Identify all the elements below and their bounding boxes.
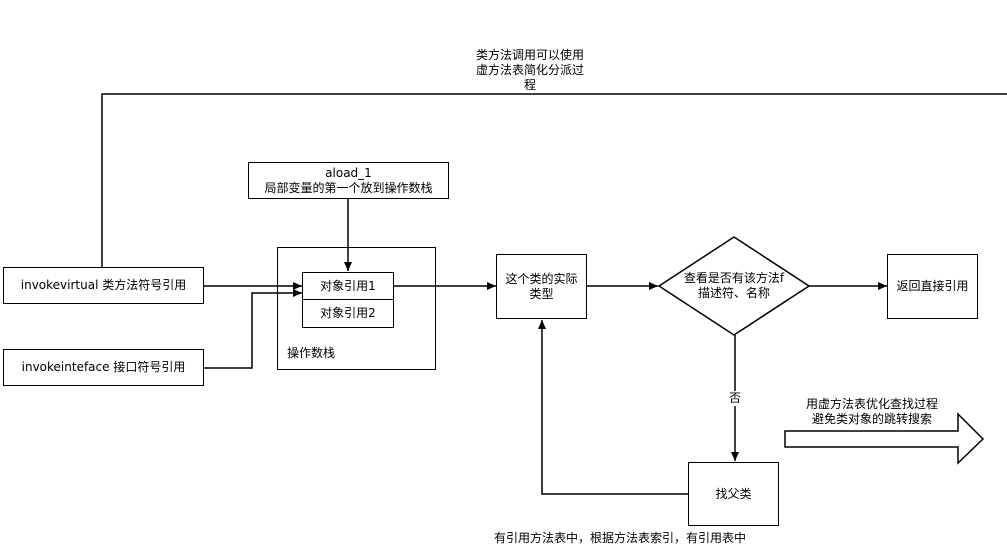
aload-node: aload_1 局部变量的第一个放到操作数栈 bbox=[248, 162, 449, 199]
arrow-parent-to-type bbox=[538, 320, 688, 495]
find-parent-node: 找父类 bbox=[688, 462, 779, 526]
decision-diamond bbox=[657, 236, 811, 336]
big-right-arrow bbox=[784, 412, 985, 465]
actual-type-node: 这个类的实际 类型 bbox=[496, 254, 587, 319]
decision-label: 查看是否有该方法f 描述符、名称 bbox=[683, 271, 785, 300]
stack-ref2-cell: 对象引用2 bbox=[302, 299, 394, 328]
right-note: 用虚方法表优化查找过程 避免类对象的跳转搜索 bbox=[805, 397, 938, 426]
bottom-cut-text: 有引用方法表中，根据方法表索引，有引用表中 bbox=[493, 531, 746, 545]
stack-ref1-cell: 对象引用1 bbox=[302, 272, 394, 300]
top-note: 类方法调用可以使用 虚方法表简化分派过 程 bbox=[475, 48, 584, 92]
operand-stack-frame bbox=[277, 247, 436, 370]
invokevirtual-node: invokevirtual 类方法符号引用 bbox=[3, 267, 204, 304]
no-label: 否 bbox=[726, 391, 744, 406]
invokeinterface-node: invokeinteface 接口符号引用 bbox=[3, 349, 204, 386]
return-ref-node: 返回直接引用 bbox=[887, 254, 978, 319]
top-dispatch-line bbox=[101, 93, 1007, 268]
operand-stack-label: 操作数栈 bbox=[287, 346, 336, 360]
